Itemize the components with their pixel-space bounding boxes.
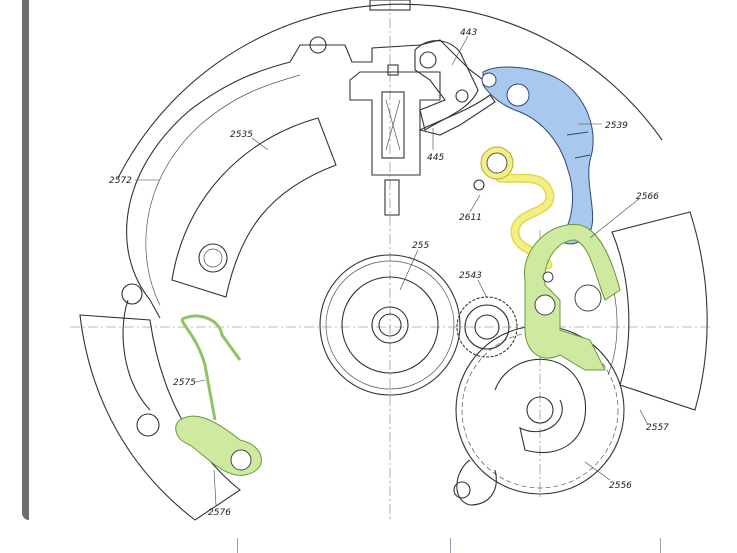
lug [456, 459, 497, 506]
stem-spring [381, 91, 405, 159]
hole [534, 294, 556, 316]
hole [203, 248, 223, 268]
label-2556: 2556 [609, 481, 632, 491]
plate-inner-edge [145, 74, 301, 306]
gear-255-ring [325, 260, 455, 390]
part-2539-blue-lever [482, 66, 594, 245]
hole [121, 283, 143, 305]
gear-255-pivot [378, 313, 402, 337]
hole [526, 396, 554, 424]
leader-255 [399, 249, 419, 291]
part-2575-green-spring [180, 314, 242, 421]
label-2611: 2611 [459, 213, 482, 223]
left-sector [79, 314, 241, 521]
gear-2543-pivot [474, 314, 500, 340]
cam [494, 358, 587, 454]
gear-255 [319, 254, 461, 396]
main-plate-outline [122, 39, 491, 411]
frame-divider [660, 538, 661, 553]
label-443: 443 [460, 28, 477, 38]
lever-mark [566, 131, 589, 136]
label-2572: 2572 [109, 176, 132, 186]
leader-2576 [213, 469, 217, 506]
hole [419, 51, 437, 69]
part-2557 [611, 211, 708, 411]
label-255: 255 [412, 241, 429, 251]
hole [453, 481, 471, 499]
label-445: 445 [427, 153, 444, 163]
leader-443 [451, 35, 469, 66]
hole [574, 284, 602, 312]
label-2543: 2543 [459, 271, 482, 281]
lever-mark [574, 154, 591, 159]
label-2576: 2576 [208, 508, 231, 518]
leader-2557 [639, 409, 649, 426]
part-2611-fill [497, 175, 553, 268]
part-445 [418, 94, 496, 136]
leader-2556 [584, 461, 611, 481]
leader-2611 [469, 194, 481, 213]
label-2535: 2535 [230, 130, 253, 140]
wheel-teeth [461, 331, 619, 489]
hole [136, 413, 160, 437]
stem-shaft [384, 179, 400, 216]
frame-divider [450, 538, 451, 553]
leader-2566 [589, 197, 641, 239]
hole [486, 152, 508, 174]
hole [230, 449, 252, 471]
frame-divider [237, 538, 238, 553]
leader-2543 [477, 279, 488, 299]
label-2539: 2539 [605, 121, 628, 131]
part-443 [414, 40, 479, 131]
part-2566-green-lever [523, 223, 621, 371]
hole [506, 83, 530, 107]
gear-255-arbor [371, 306, 409, 344]
gear-255-hub [341, 276, 439, 374]
label-2557: 2557 [646, 423, 669, 433]
hole [198, 243, 228, 273]
window-frame-edge [22, 0, 29, 520]
stem-pin [387, 64, 399, 76]
hole [309, 36, 327, 54]
spring-coil [385, 99, 401, 151]
label-2575: 2575 [173, 378, 196, 388]
gear-2543-ring [464, 304, 510, 350]
hole [455, 89, 469, 103]
stem-top [369, 0, 411, 11]
label-2566: 2566 [636, 192, 659, 202]
part-2535 [171, 117, 337, 298]
hole [481, 72, 497, 88]
leader-2535 [251, 137, 269, 151]
setting-block [349, 71, 441, 176]
pin [542, 271, 554, 283]
leader-2575 [194, 379, 206, 383]
outer-plate-arc [117, 3, 663, 179]
hole [473, 179, 485, 191]
gear-2543 [456, 296, 518, 358]
